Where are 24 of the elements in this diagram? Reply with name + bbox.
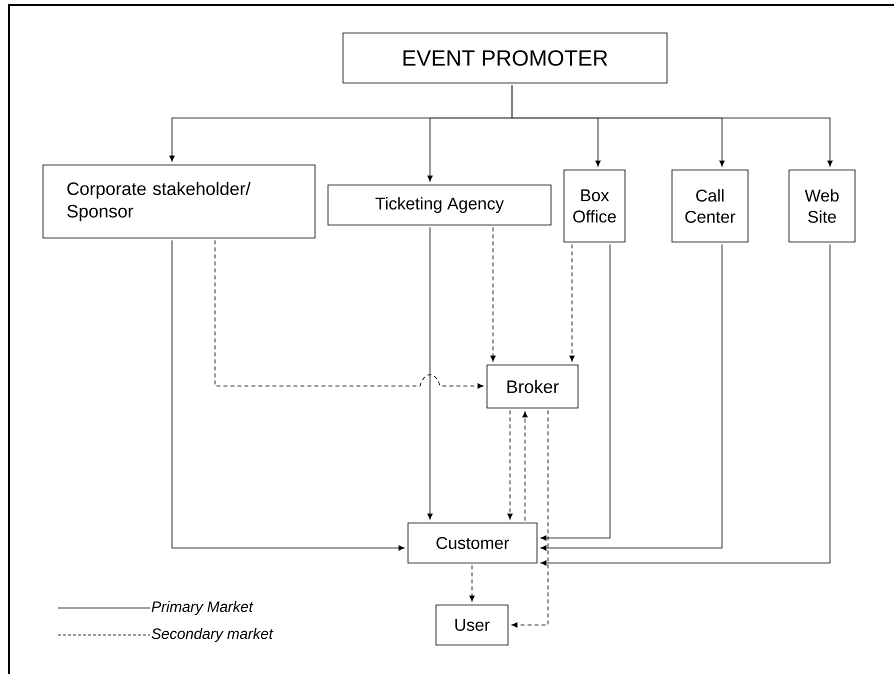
box: User [436, 604, 508, 646]
box: Broker [486, 364, 578, 408]
arrow [540, 244, 830, 566]
box: Call Center [672, 170, 748, 242]
arrow [540, 244, 610, 541]
arrow [511, 410, 548, 628]
arrow [214, 240, 484, 389]
box: Ticketing Agency [328, 184, 552, 226]
arrow [490, 227, 496, 362]
box: Box Office [564, 170, 626, 242]
arrow [512, 85, 833, 167]
arrow [569, 244, 575, 362]
arrow [172, 240, 405, 551]
box: EVENT PROMOTER [342, 32, 668, 84]
legend-label: Primary Market [152, 601, 254, 615]
box: Customer [408, 522, 538, 564]
arrow [507, 410, 513, 520]
box: Corporate stakeholder/ Sponsor [42, 164, 316, 238]
legend-label: Secondary market [152, 628, 274, 642]
arrow [540, 244, 722, 551]
arrow [522, 411, 528, 521]
arrow [427, 227, 433, 520]
arrow [469, 565, 475, 602]
box: Web Site [788, 170, 856, 242]
